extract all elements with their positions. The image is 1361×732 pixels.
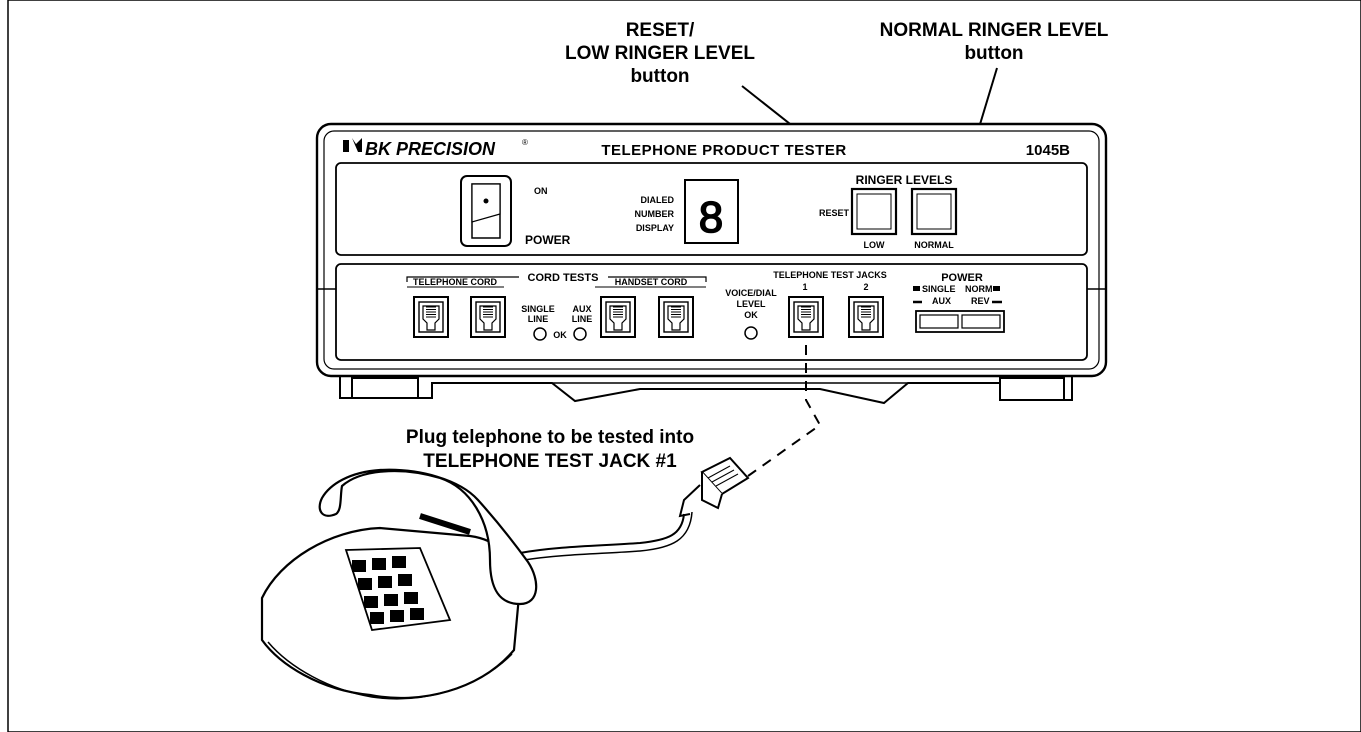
normal-callout: NORMAL RINGER LEVEL button <box>880 20 1109 64</box>
test-jacks-label: TELEPHONE TEST JACKS <box>773 270 887 280</box>
low-label: LOW <box>864 240 885 250</box>
lower-panel <box>335 263 1088 361</box>
device-model: 1045B <box>1026 142 1070 159</box>
digit-display <box>684 179 739 244</box>
voice-dial-label: VOICE/DIAL <box>725 288 777 298</box>
cord-tests-label: CORD TESTS <box>528 272 599 284</box>
reset-label: RESET <box>819 208 850 218</box>
brand-text: BK PRECISION <box>365 139 496 159</box>
test-jack-2[interactable] <box>848 296 884 338</box>
device-title: TELEPHONE PRODUCT TESTER <box>601 142 846 159</box>
page-border <box>7 0 1361 732</box>
rev-switch-label: REV <box>971 296 990 306</box>
connection-dashed-line <box>747 345 822 477</box>
plug-instruction-line2: TELEPHONE TEST JACK #1 <box>423 451 677 472</box>
test-jack-1[interactable] <box>788 296 824 338</box>
dialed-label-1: DIALED <box>641 195 675 205</box>
dialed-label-2: NUMBER <box>635 209 675 219</box>
single-aux-switch[interactable] <box>919 314 959 329</box>
norm-rev-switch[interactable] <box>961 314 1001 329</box>
voice-ok-label: OK <box>744 310 758 320</box>
single-line-label: LINE <box>528 314 549 324</box>
power-label: POWER <box>525 233 571 247</box>
ringer-levels-label: RINGER LEVELS <box>856 173 953 187</box>
telephone-plug <box>678 456 750 518</box>
left-foot <box>351 377 419 399</box>
single-switch-label: SINGLE <box>922 284 956 294</box>
norm-switch-label: NORM <box>965 284 993 294</box>
aux-line-label: LINE <box>572 314 593 324</box>
jack1-label: 1 <box>802 282 807 292</box>
brand-registered: ® <box>522 138 528 147</box>
handset-cord-jack-b[interactable] <box>658 296 694 338</box>
right-foot <box>999 377 1065 401</box>
device-base <box>339 374 1073 405</box>
cord-ok-label: OK <box>553 330 567 340</box>
handset-cord-label: HANDSET CORD <box>615 277 688 287</box>
single-line-led <box>533 327 547 341</box>
telephone-cord-label: TELEPHONE CORD <box>413 277 498 287</box>
aux-label: AUX <box>572 304 591 314</box>
voice-dial-led <box>744 326 758 340</box>
normal-callout-line2: button <box>964 43 1023 64</box>
jack2-label: 2 <box>863 282 868 292</box>
telephone-cord-jack-b[interactable] <box>470 296 506 338</box>
normal-button[interactable] <box>910 187 958 236</box>
digit-value: 8 <box>699 193 723 242</box>
level-label: LEVEL <box>736 299 766 309</box>
single-label: SINGLE <box>521 304 555 314</box>
brand-logo: BK PRECISION ® <box>343 138 528 159</box>
reset-callout-line2: LOW RINGER LEVEL <box>565 43 755 64</box>
power-switch[interactable] <box>460 175 512 247</box>
power-switch-label: POWER <box>941 272 983 284</box>
normal-callout-line1: NORMAL RINGER LEVEL <box>880 20 1109 41</box>
plug-instruction-line1: Plug telephone to be tested into <box>406 427 694 448</box>
tester-device: BK PRECISION ® TELEPHONE PRODUCT TESTER … <box>315 122 1108 405</box>
telephone-cord-jack-a[interactable] <box>413 296 449 338</box>
normal-label: NORMAL <box>914 240 954 250</box>
reset-low-button[interactable] <box>850 187 898 236</box>
handset-cord-jack-a[interactable] <box>600 296 636 338</box>
aux-line-led <box>573 327 587 341</box>
reset-callout-line3: button <box>630 66 689 87</box>
power-on-label: ON <box>534 186 548 196</box>
reset-callout-line1: RESET/ <box>626 20 695 41</box>
dialed-label-3: DISPLAY <box>636 223 674 233</box>
telephone-illustration <box>260 468 693 700</box>
aux-switch-label: AUX <box>932 296 951 306</box>
reset-callout: RESET/ LOW RINGER LEVEL button <box>565 20 755 87</box>
